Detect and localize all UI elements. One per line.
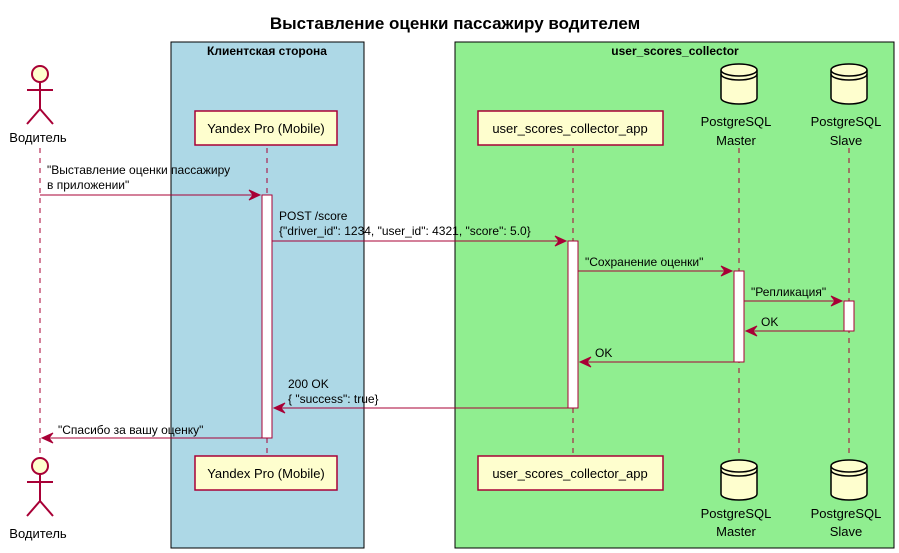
message-label: "Спасибо за вашу оценку" (58, 423, 203, 437)
diagram-title: Выставление оценки пассажиру водителем (270, 14, 640, 33)
driver-actor-top: Водитель (9, 65, 67, 145)
message-label: в приложении" (47, 178, 129, 192)
database-top-ellipse (720, 63, 758, 77)
message-rate-in-app: "Выставление оценки пассажиру в приложен… (40, 163, 262, 201)
database-rim (720, 469, 758, 477)
actor-head-icon (31, 457, 49, 475)
message-replication: "Репликация" (744, 285, 844, 307)
database-rim (720, 73, 758, 81)
arrow-head-icon (578, 356, 592, 368)
database-rim (830, 73, 868, 81)
arrow-head-icon (40, 432, 54, 444)
slave-label-bottom-line1: PostgreSQL (811, 506, 882, 521)
arrow-head-icon (248, 189, 262, 201)
arrow-head-icon (720, 265, 734, 277)
mobile-activation (261, 194, 273, 439)
database-top-ellipse (720, 459, 758, 473)
message-label: "Сохранение оценки" (585, 255, 703, 269)
message-label: "Репликация" (751, 285, 826, 299)
app-label-top: user_scores_collector_app (492, 121, 647, 136)
master-activation (733, 270, 745, 363)
app-participant-top: user_scores_collector_app (477, 110, 664, 146)
master-label-top-line2: Master (716, 133, 756, 148)
app-box-bottom (477, 455, 664, 491)
actor-body-icon (26, 474, 54, 517)
database-top-ellipse (830, 63, 868, 77)
actor-body-icon (26, 82, 54, 125)
arrow-head-icon (554, 235, 568, 247)
app-box-top (477, 110, 664, 146)
actor-head-icon (31, 65, 49, 83)
master-label-bottom-line2: Master (716, 524, 756, 539)
database-rim (830, 469, 868, 477)
message-label: POST /score (279, 209, 348, 223)
arrow-head-icon (272, 402, 286, 414)
message-thanks: "Спасибо за вашу оценку" (40, 423, 262, 444)
driver-label-top: Водитель (9, 130, 67, 145)
arrow-head-icon (830, 295, 844, 307)
master-database-bottom: PostgreSQL Master (701, 459, 772, 539)
message-label: { "success": true} (288, 392, 379, 406)
arrow-head-icon (744, 325, 758, 337)
mobile-participant-top: Yandex Pro (Mobile) (194, 110, 338, 146)
message-label: OK (761, 315, 778, 329)
slave-label-top-line1: PostgreSQL (811, 114, 882, 129)
mobile-box-bottom (194, 455, 338, 491)
master-label-bottom-line1: PostgreSQL (701, 506, 772, 521)
message-label: "Выставление оценки пассажиру (47, 163, 230, 177)
app-activation (567, 240, 579, 409)
collector-box-title: user_scores_collector (611, 44, 739, 58)
database-top-ellipse (830, 459, 868, 473)
message-label: 200 OK (288, 377, 329, 391)
driver-label-bottom: Водитель (9, 526, 67, 541)
app-label-bottom: user_scores_collector_app (492, 466, 647, 481)
slave-database-top: PostgreSQL Slave (811, 63, 882, 148)
mobile-box-top (194, 110, 338, 146)
message-save-score: "Сохранение оценки" (578, 255, 734, 277)
slave-label-bottom-line2: Slave (830, 524, 863, 539)
driver-actor-bottom: Водитель (9, 457, 67, 541)
mobile-label-bottom: Yandex Pro (Mobile) (207, 466, 325, 481)
mobile-label-top: Yandex Pro (Mobile) (207, 121, 325, 136)
message-label: OK (595, 346, 612, 360)
message-post-score: POST /score {"driver_id": 1234, "user_id… (272, 209, 568, 247)
client-side-box-title: Клиентская сторона (207, 44, 327, 58)
app-participant-bottom: user_scores_collector_app (477, 455, 664, 491)
mobile-participant-bottom: Yandex Pro (Mobile) (194, 455, 338, 491)
message-ok-replication: OK (744, 315, 844, 337)
message-label: {"driver_id": 1234, "user_id": 4321, "sc… (279, 224, 531, 238)
master-label-top-line1: PostgreSQL (701, 114, 772, 129)
message-200-ok: 200 OK { "success": true} (272, 377, 568, 414)
slave-label-top-line2: Slave (830, 133, 863, 148)
master-database-top: PostgreSQL Master (701, 63, 772, 148)
message-ok-save: OK (578, 346, 734, 368)
slave-database-bottom: PostgreSQL Slave (811, 459, 882, 539)
slave-activation (843, 300, 855, 332)
